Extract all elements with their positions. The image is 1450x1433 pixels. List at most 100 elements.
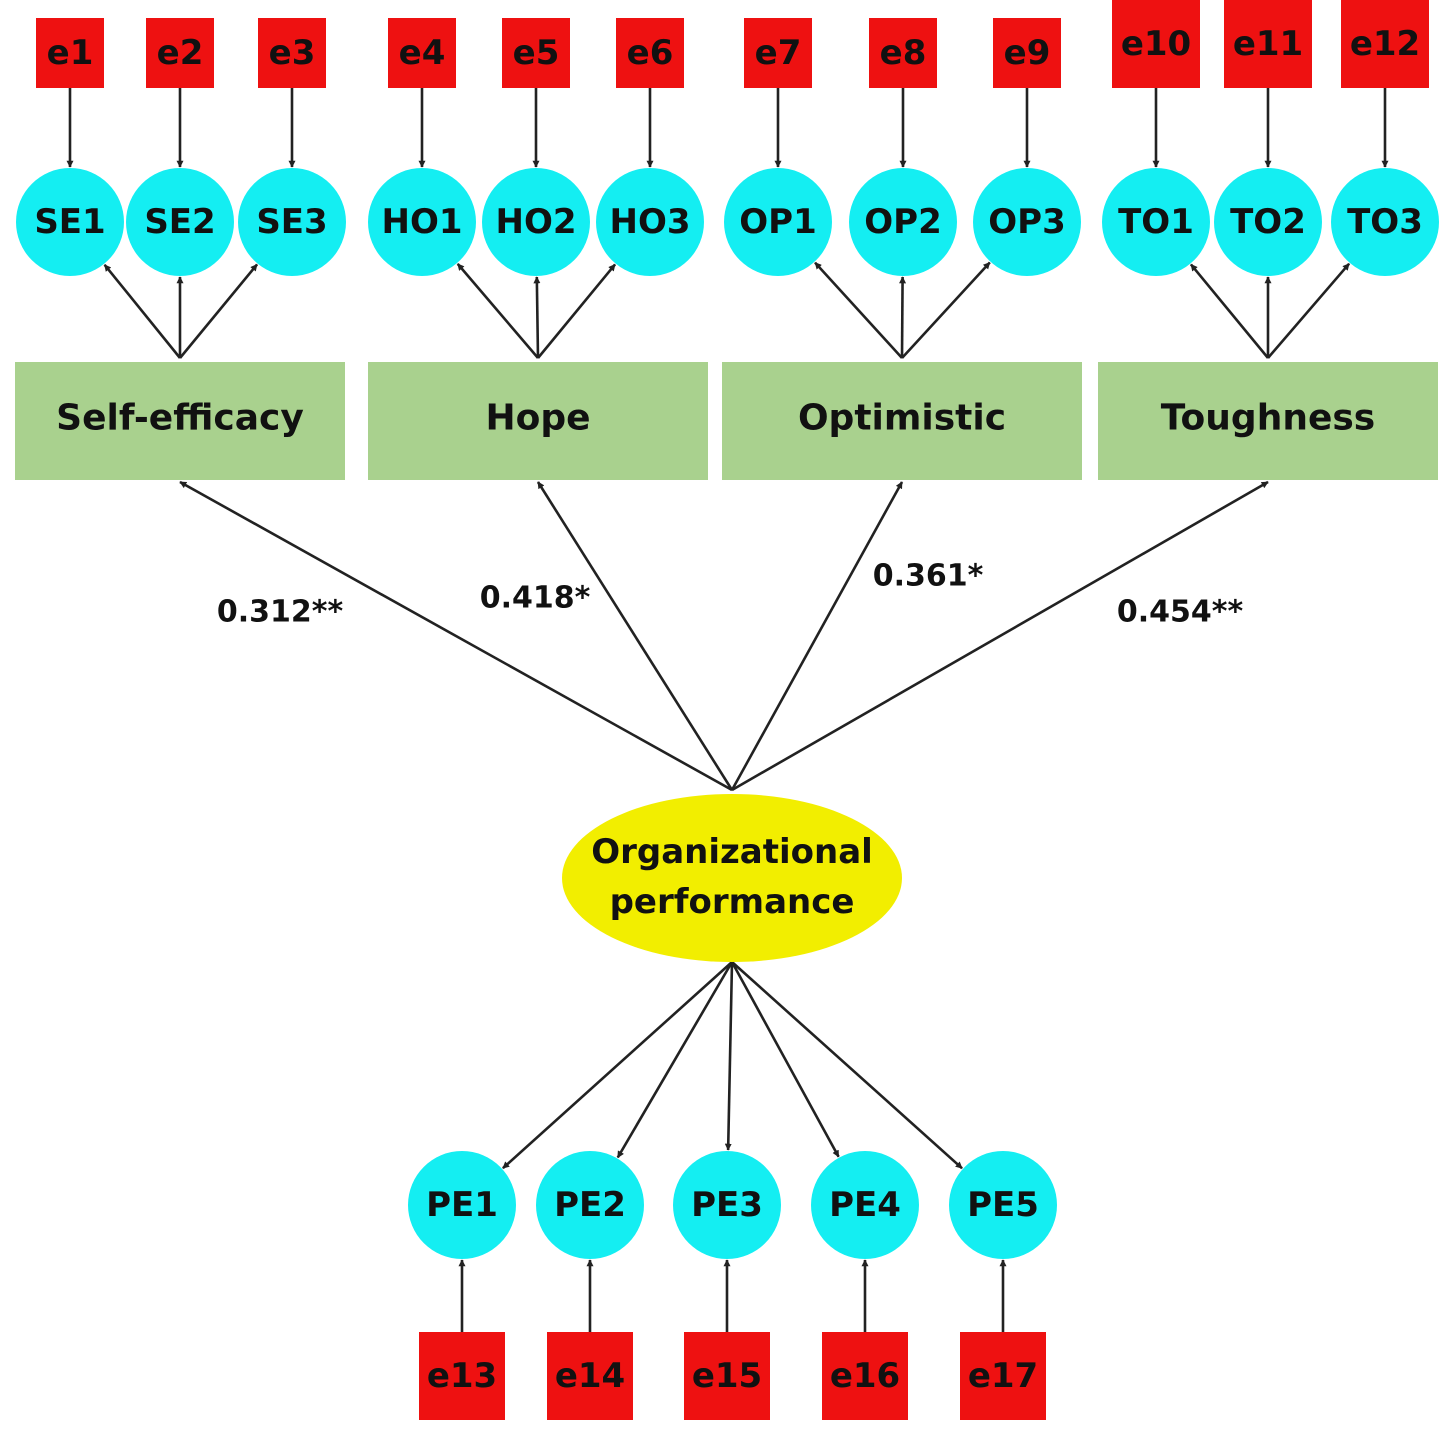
pe-error-box-0 xyxy=(419,1332,505,1420)
indicator-circle-1-1 xyxy=(482,168,590,276)
factor-box-0 xyxy=(15,362,345,480)
indicator-circle-2-1 xyxy=(849,168,957,276)
error-box-2-0 xyxy=(744,18,812,88)
error-label-2-1: e8 xyxy=(880,33,927,73)
indicator-circle-0-2 xyxy=(238,168,346,276)
error-box-0-2 xyxy=(258,18,326,88)
outcome-label-line1: Organizational xyxy=(591,832,873,872)
indicator-label-2-2: OP3 xyxy=(988,202,1065,242)
pe-indicator-label-2: PE3 xyxy=(691,1185,763,1225)
indicator-circle-3-1 xyxy=(1214,168,1322,276)
pe-loading-arrow-0 xyxy=(502,961,733,1170)
factor-label-2: Optimistic xyxy=(798,398,1006,439)
error-label-1-2: e6 xyxy=(627,33,674,73)
indicator-circle-3-0 xyxy=(1102,168,1210,276)
indicator-label-1-2: HO3 xyxy=(609,202,690,242)
pe-error-box-4 xyxy=(960,1332,1046,1420)
indicator-circle-0-0 xyxy=(16,168,124,276)
loading-arrow-2-1 xyxy=(899,276,907,359)
pe-loading-arrow-4 xyxy=(731,961,963,1170)
indicator-circle-1-0 xyxy=(368,168,476,276)
indicator-label-0-1: SE2 xyxy=(144,202,215,242)
error-box-3-0 xyxy=(1112,0,1200,88)
pe-error-label-3: e16 xyxy=(830,1356,900,1396)
loading-arrow-0-2 xyxy=(178,263,259,359)
structural-arrow-1 xyxy=(536,481,734,791)
coefficient-label-0: 0.312** xyxy=(217,595,344,630)
pe-error-label-2: e15 xyxy=(692,1356,762,1396)
indicator-label-0-0: SE1 xyxy=(34,202,105,242)
pe-error-box-3 xyxy=(822,1332,908,1420)
error-box-2-1 xyxy=(869,18,937,88)
error-box-3-2 xyxy=(1341,0,1429,88)
outcome-label-line2: performance xyxy=(610,882,855,922)
pe-indicator-circle-0 xyxy=(408,1151,516,1259)
loading-arrow-1-1 xyxy=(533,276,541,359)
pe-error-label-0: e13 xyxy=(427,1356,497,1396)
pe-indicator-label-4: PE5 xyxy=(967,1185,1039,1225)
indicator-label-1-1: HO2 xyxy=(495,202,576,242)
indicator-label-3-0: TO1 xyxy=(1118,202,1194,242)
factor-label-3: Toughness xyxy=(1161,398,1375,439)
outcome-ellipse xyxy=(562,794,902,962)
factor-box-2 xyxy=(722,362,1082,480)
factor-box-3 xyxy=(1098,362,1438,480)
factor-box-1 xyxy=(368,362,708,480)
error-label-3-2: e12 xyxy=(1350,24,1420,64)
pe-indicator-label-3: PE4 xyxy=(829,1185,901,1225)
loading-arrow-1-0 xyxy=(456,263,539,359)
pe-error-box-2 xyxy=(684,1332,770,1420)
error-label-0-2: e3 xyxy=(269,33,316,73)
error-box-0-0 xyxy=(36,18,104,88)
error-box-3-1 xyxy=(1224,0,1312,88)
coefficient-label-2: 0.361* xyxy=(873,559,984,594)
pe-error-label-1: e14 xyxy=(555,1356,625,1396)
indicator-label-0-2: SE3 xyxy=(256,202,327,242)
pe-error-label-4: e17 xyxy=(968,1356,1038,1396)
pe-loading-arrow-2 xyxy=(724,961,734,1151)
coefficient-label-1: 0.418* xyxy=(480,581,591,616)
indicator-label-1-0: HO1 xyxy=(381,202,462,242)
error-label-1-0: e4 xyxy=(399,33,446,73)
pe-loading-arrow-3 xyxy=(730,961,840,1158)
error-box-1-1 xyxy=(502,18,570,88)
indicator-circle-2-0 xyxy=(724,168,832,276)
factor-label-0: Self-efficacy xyxy=(56,398,304,439)
loading-arrow-2-2 xyxy=(901,261,991,359)
structural-arrow-0 xyxy=(179,480,733,792)
error-box-1-2 xyxy=(616,18,684,88)
error-label-3-0: e10 xyxy=(1121,24,1191,64)
error-label-1-1: e5 xyxy=(513,33,560,73)
nodes-layer xyxy=(15,0,1439,1420)
structural-arrow-2 xyxy=(730,481,904,791)
loading-arrow-3-2 xyxy=(1267,262,1351,359)
pe-indicator-label-0: PE1 xyxy=(426,1185,498,1225)
error-label-2-0: e7 xyxy=(755,33,802,73)
indicator-label-2-0: OP1 xyxy=(739,202,816,242)
error-box-0-1 xyxy=(146,18,214,88)
indicator-label-2-1: OP2 xyxy=(864,202,941,242)
indicator-circle-2-2 xyxy=(973,168,1081,276)
indicator-circle-1-2 xyxy=(596,168,704,276)
error-label-0-1: e2 xyxy=(157,33,204,73)
indicator-label-3-1: TO2 xyxy=(1230,202,1306,242)
pe-indicator-circle-4 xyxy=(949,1151,1057,1259)
error-box-2-2 xyxy=(993,18,1061,88)
pe-indicator-circle-3 xyxy=(811,1151,919,1259)
loading-arrow-2-0 xyxy=(814,261,903,359)
error-label-0-0: e1 xyxy=(47,33,94,73)
coefficient-label-3: 0.454** xyxy=(1117,595,1244,630)
error-label-2-2: e9 xyxy=(1004,33,1051,73)
indicator-circle-3-2 xyxy=(1331,168,1439,276)
factor-label-1: Hope xyxy=(485,398,590,439)
loading-arrow-0-0 xyxy=(103,263,182,359)
error-label-3-1: e11 xyxy=(1233,24,1303,64)
loading-arrow-1-2 xyxy=(536,263,617,359)
pe-indicator-circle-2 xyxy=(673,1151,781,1259)
pe-indicator-circle-1 xyxy=(536,1151,644,1259)
loading-arrow-3-0 xyxy=(1189,263,1270,359)
structural-arrow-3 xyxy=(731,480,1269,792)
pe-loading-arrow-1 xyxy=(616,961,734,1159)
pe-error-box-1 xyxy=(547,1332,633,1420)
